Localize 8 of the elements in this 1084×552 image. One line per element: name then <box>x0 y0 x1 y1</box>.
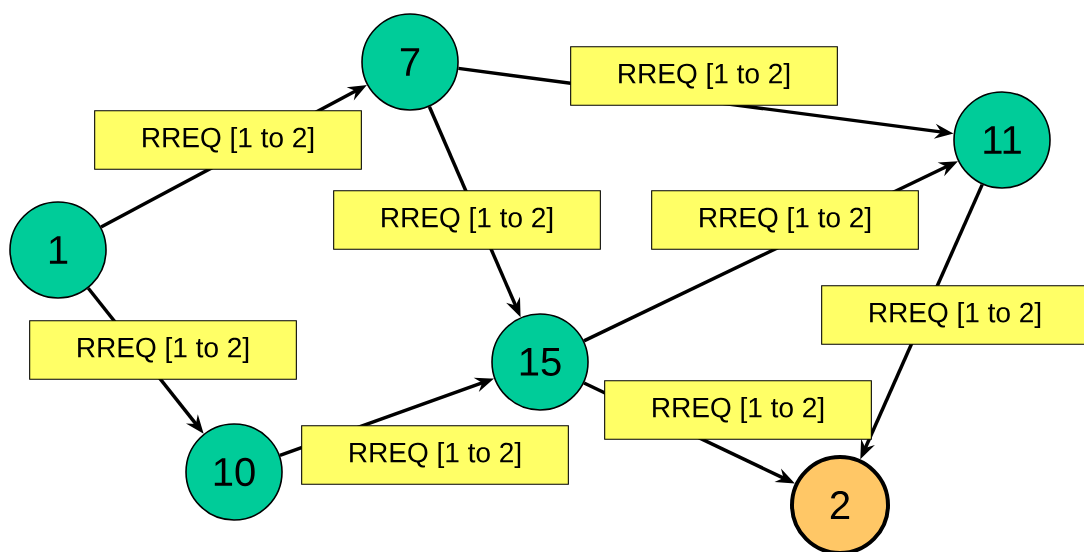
edge-label: RREQ [1 to 2] <box>604 380 872 440</box>
edge-label: RREQ [1 to 2] <box>94 110 362 170</box>
edge-label: RREQ [1 to 2] <box>301 425 569 485</box>
edge-label: RREQ [1 to 2] <box>333 190 601 250</box>
edge-label: RREQ [1 to 2] <box>821 285 1084 345</box>
edge-label: RREQ [1 to 2] <box>570 46 838 106</box>
edge-label: RREQ [1 to 2] <box>29 320 297 380</box>
edge-label: RREQ [1 to 2] <box>651 190 919 250</box>
